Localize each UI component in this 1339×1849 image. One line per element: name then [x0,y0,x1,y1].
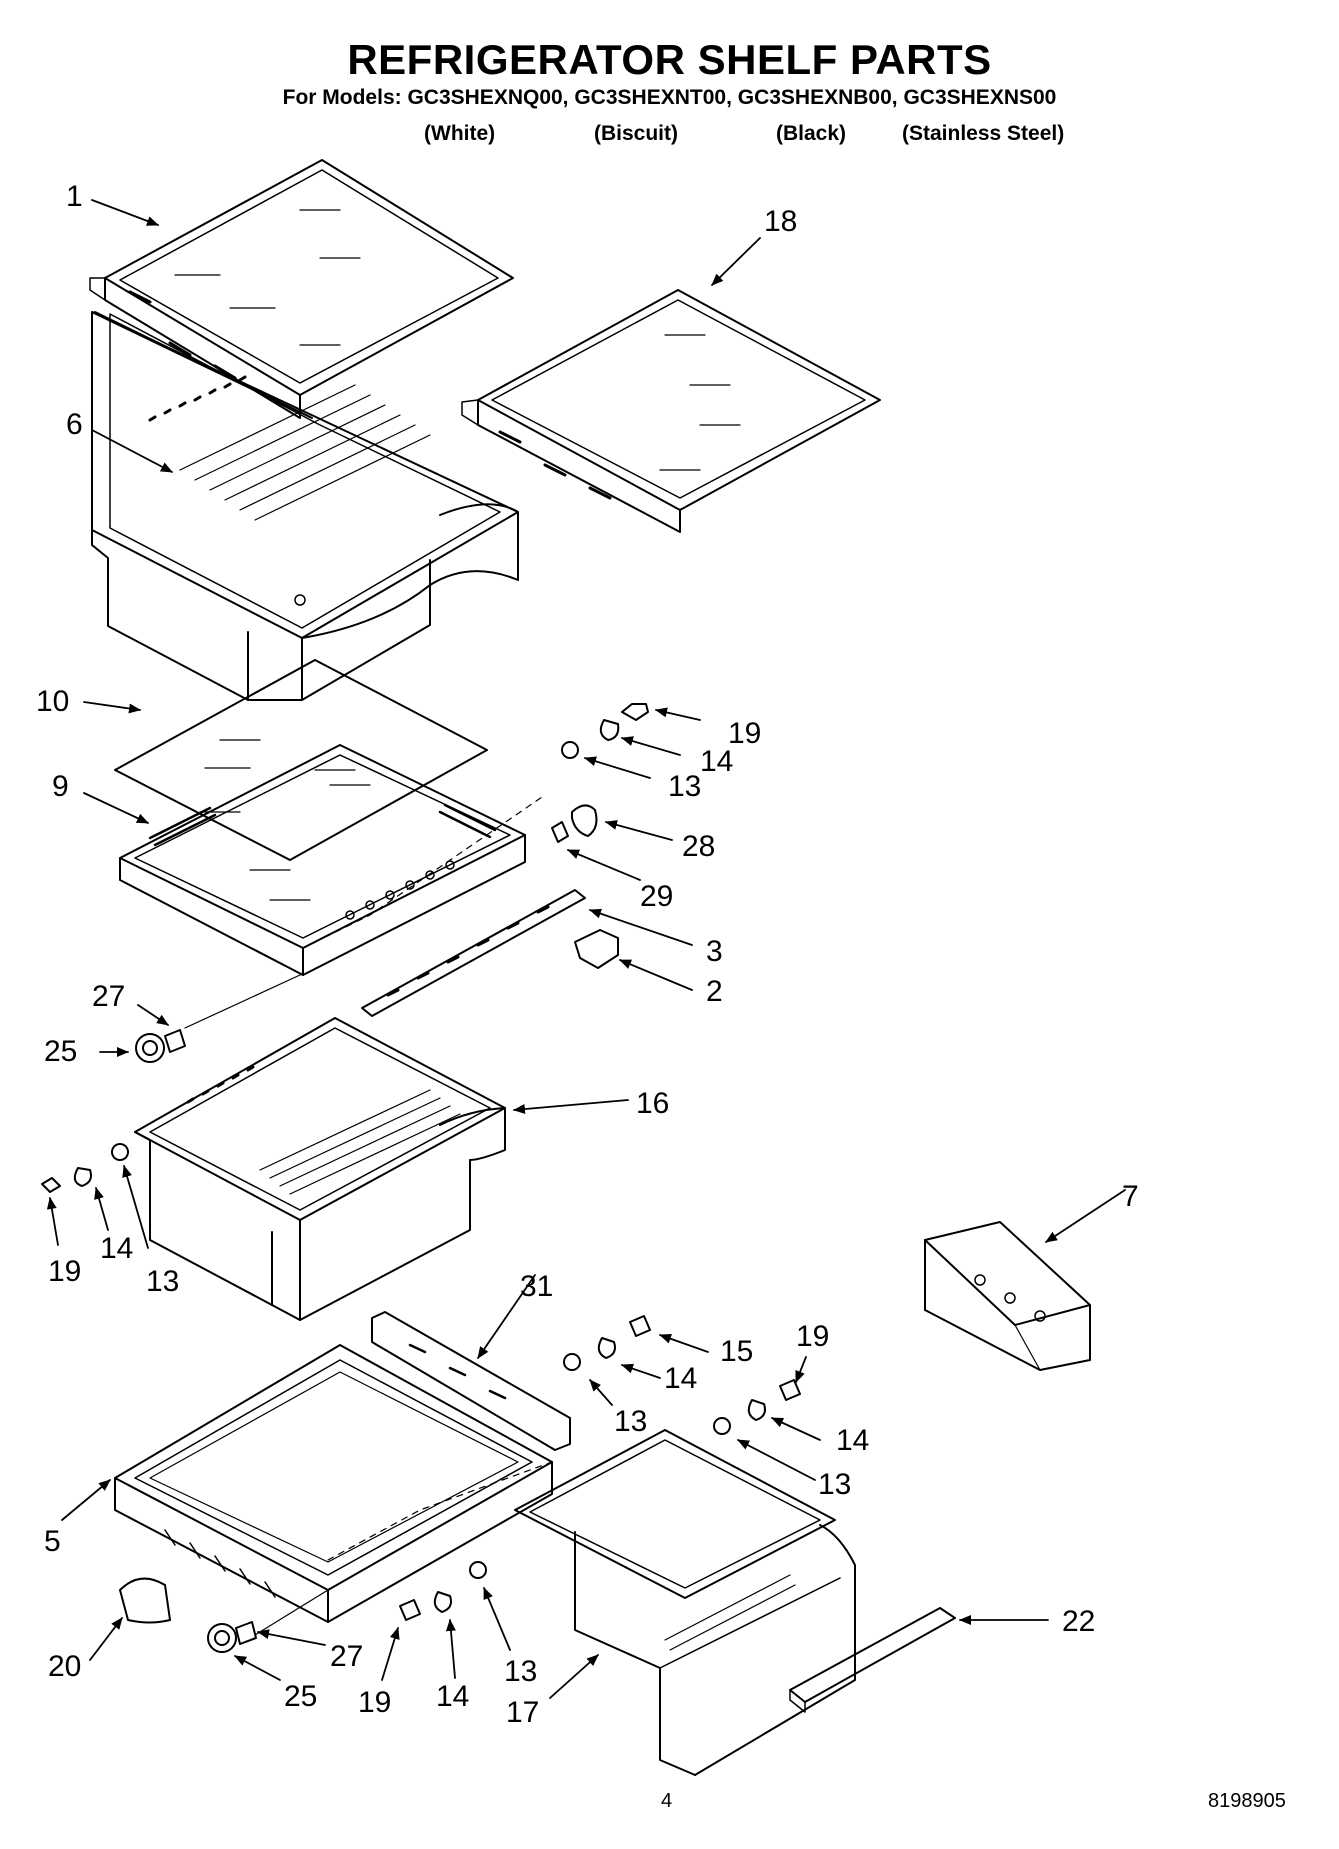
crisper-drawer-6-rendered [92,312,512,636]
callout-13-right: 13 [614,1405,648,1438]
callout-14-far-right: 14 [836,1424,870,1457]
callout-19-lower: 19 [358,1686,392,1719]
hardware-left [41,1143,129,1193]
part-6-crisper-drawer-outline [92,312,512,632]
page-number: 4 [661,1790,673,1812]
callout-13-left: 13 [146,1265,180,1298]
part-1-glass-shelf [89,159,514,419]
leader-line-25 [184,974,301,1029]
drawer-6-real [95,312,512,636]
part-16-lower-crisper-drawer [134,1017,506,1321]
callout-29: 29 [640,880,674,913]
callout-19-upper: 19 [728,717,762,750]
part-25-27-wheel-lower [207,1621,257,1653]
crisper-drawer-six [92,312,512,636]
callout-14-upper: 14 [700,745,734,778]
part-10-glass-panel [114,659,488,861]
part-20-cap [119,1577,171,1624]
upper-crisper-drawer [92,312,512,636]
drawer6-rim [92,312,512,636]
models-line: For Models: GC3SHEXNQ00, GC3SHEXNT00, GC… [282,86,1057,109]
callout-18: 18 [764,205,798,238]
hardware-right [563,1315,801,1435]
part-6-upper-crisper-drawer [92,312,512,636]
crisper-6-visible [90,312,515,640]
variant-stainless-steel: (Stainless Steel) [902,122,1065,145]
callout-20: 20 [48,1650,82,1683]
crisper-drawer-upper-actual [91,311,519,701]
part-7-bin [924,1221,1091,1371]
callout-17: 17 [506,1696,540,1729]
part-22-handle [789,1607,956,1713]
drawer-6 [92,312,512,633]
part-25-27-wheel [135,1029,186,1063]
page-title: REFRIGERATOR SHELF PARTS [347,36,992,83]
callout-2: 2 [706,975,723,1008]
crisper-top-visible [95,312,512,636]
callout-14-left: 14 [100,1232,134,1265]
part-6-crisper-drawn [92,312,512,632]
callout-27-lower: 27 [330,1640,364,1673]
callout-6: 6 [66,408,83,441]
callout-28: 28 [682,830,716,863]
callout-13-upper: 13 [668,770,702,803]
part-31-rail [371,1311,571,1451]
callout-14-right: 14 [664,1362,698,1395]
callout-25-lower: 25 [284,1680,318,1713]
callout-31: 31 [520,1270,554,1303]
crisper-drawer-6 [93,312,512,632]
callout-arrows [46,199,1126,1699]
callout-3: 3 [706,935,723,968]
leader-line-27 [254,1589,329,1636]
part-17-deli-drawer [514,1429,856,1776]
callout-7: 7 [1122,1180,1139,1213]
part-5-frame [114,1344,553,1623]
crisper-6-final [92,313,512,633]
crisper-6-real-lines [92,312,512,636]
crisper-6 [92,312,512,634]
leader-line-5 [327,1461,553,1561]
callout-16: 16 [636,1087,670,1120]
callout-27-upper: 27 [92,980,126,1013]
part-6 [95,312,512,636]
crisper-drawer-upper-visible [92,312,512,636]
part-18-glass-shelf [461,289,881,533]
document-number: 8198905 [1208,1790,1286,1812]
callout-22: 22 [1062,1605,1096,1638]
hardware-lower [399,1561,487,1621]
leader-line-9 [302,794,546,949]
crisper-6-body [92,312,512,636]
variant-white: (White) [424,122,496,145]
callout-9: 9 [52,770,69,803]
drawer6 [95,312,512,636]
hardware-upper [551,703,649,843]
crisper-drawer-outline-6 [92,312,512,636]
callout-13-far-right: 13 [818,1468,852,1501]
part-9-frame [119,744,526,976]
variant-black: (Black) [776,122,847,145]
callout-15: 15 [720,1335,754,1368]
callout-1: 1 [66,180,83,213]
callout-5: 5 [44,1525,61,1558]
part-3-rail [361,889,586,1017]
crisper-drawer-6-render [95,312,512,636]
part-2-bracket [574,929,619,969]
callout-19-left: 19 [48,1255,82,1288]
part-6-crisper-drawer [94,311,311,418]
crisper-drawer-number-6 [92,312,512,636]
callout-13-lower: 13 [504,1655,538,1688]
upper-crisper-visible [95,312,512,636]
callout-25-upper: 25 [44,1035,78,1068]
variant-biscuit: (Biscuit) [594,122,678,145]
crisper-drawer-6-strokes [95,312,512,636]
part-6-drawer-body [92,312,512,632]
callout-14-lower: 14 [436,1680,470,1713]
crisper-drawer-6-geom [92,313,512,636]
callout-10: 10 [36,685,70,718]
callout-19-right: 19 [796,1320,830,1353]
